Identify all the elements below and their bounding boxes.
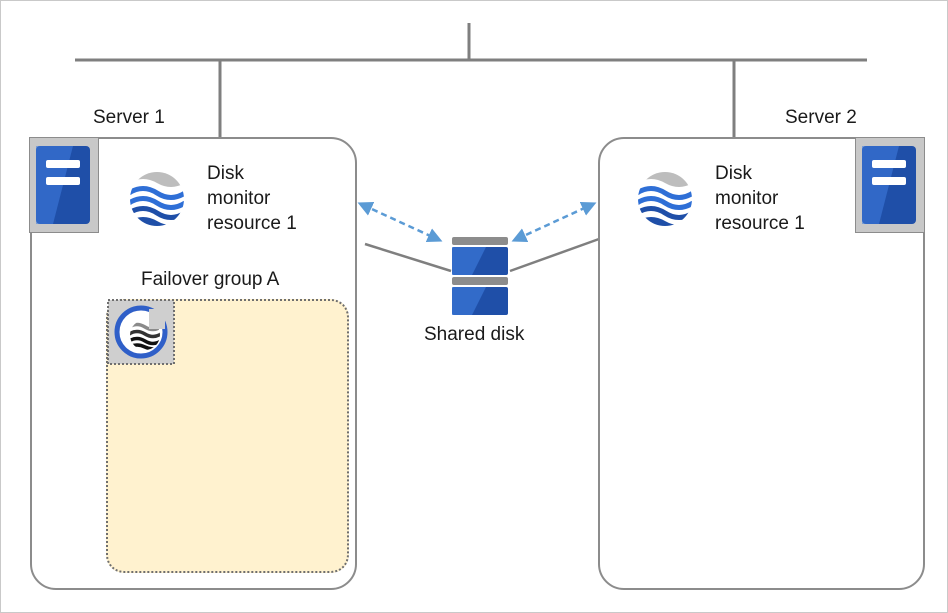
- bidirectional-arrow-icon: [511, 201, 597, 243]
- server2-monitor-label-line2: monitor: [715, 188, 779, 209]
- server-icon: [28, 136, 100, 238]
- server1-label: Server 1: [93, 107, 165, 128]
- shared-disk-label: Shared disk: [424, 324, 525, 345]
- group-resource-icon: [107, 299, 175, 370]
- server2-monitor-label-line3: resource 1: [715, 213, 805, 234]
- shared-disk-icon: [450, 237, 510, 322]
- server1-disk-link: [364, 242, 452, 273]
- server2-label: Server 2: [785, 107, 857, 128]
- disk-monitor-icon: [637, 171, 693, 232]
- server2-monitor-label-line1: Disk: [715, 163, 752, 184]
- bidirectional-arrow-icon: [357, 201, 443, 243]
- failover-group-box: [106, 299, 349, 573]
- failover-group-label: Failover group A: [141, 269, 280, 290]
- server-icon: [854, 136, 926, 238]
- server1-monitor-label-line1: Disk: [207, 163, 244, 184]
- server1-monitor-label-line2: monitor: [207, 188, 271, 209]
- disk-monitor-icon: [129, 171, 185, 232]
- server2-disk-link: [509, 237, 600, 273]
- server1-monitor-label-line3: resource 1: [207, 213, 297, 234]
